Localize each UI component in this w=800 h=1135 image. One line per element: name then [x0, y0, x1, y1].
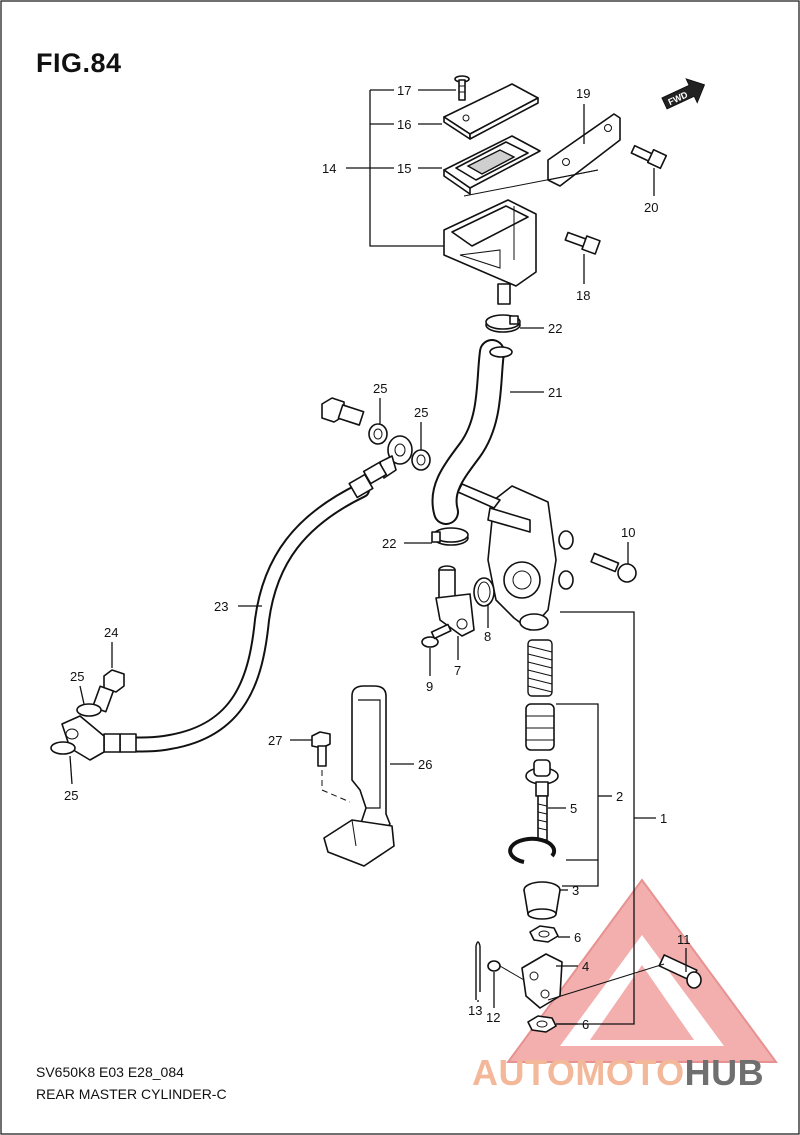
washer-alignment-line: [499, 965, 525, 981]
callout-21: 21: [548, 385, 562, 400]
bracket-connector-line: [463, 169, 599, 197]
o-ring-8: [473, 577, 495, 607]
reservoir-cap-plate: [443, 83, 539, 140]
watermark-text-part2: HUB: [684, 1052, 765, 1093]
forward-arrow-icon: FWD: [661, 78, 706, 110]
callout-17: 17: [397, 83, 411, 98]
callout-11: 11: [677, 932, 691, 947]
cotter-pin-13: [475, 941, 481, 1000]
hose-fitting-top: [348, 461, 388, 499]
diaphragm-plate-15: [443, 135, 541, 195]
clamp-22-upper: [485, 314, 521, 333]
callout-26: 26: [418, 757, 432, 772]
callout-20: 20: [644, 200, 658, 215]
washer-25-a: [368, 423, 388, 445]
bolt-10: [590, 552, 637, 583]
callout-8: 8: [484, 629, 491, 644]
callout-19: 19: [576, 86, 590, 101]
bolt-27: [311, 731, 331, 767]
circlip: [508, 836, 557, 864]
reservoir-body: [443, 199, 537, 305]
watermark-text-part1: AUTOMOTO: [472, 1052, 685, 1093]
bolt-18: [564, 231, 601, 255]
callout-22-upper: 22: [548, 321, 562, 336]
callout-9: 9: [426, 679, 433, 694]
hose-end-upper: [489, 346, 513, 358]
pin-11: [658, 954, 702, 989]
assembly-name: REAR MASTER CYLINDER-C: [36, 1086, 227, 1102]
hose-guard-26: [323, 685, 395, 867]
callout-3: 3: [572, 883, 579, 898]
callout-13: 13: [468, 1003, 482, 1018]
callout-23: 23: [214, 599, 228, 614]
hose-fitting-bottom: [61, 715, 137, 761]
pin-alignment-line: [547, 963, 665, 1001]
banjo-bolt-top: [321, 397, 365, 426]
spring: [527, 639, 553, 697]
figure-title: FIG.84: [36, 48, 122, 78]
inlet-elbow-7: [435, 565, 475, 637]
bolt-27-path: [321, 770, 351, 803]
screw-9: [421, 623, 452, 648]
callout-24: 24: [104, 625, 118, 640]
nut-6-lower: [527, 1015, 557, 1033]
washer-12: [487, 960, 501, 972]
callout-2: 2: [616, 789, 623, 804]
washer-hole-a: [373, 428, 383, 440]
washer-25-b: [411, 449, 431, 471]
callout-6-lower: 6: [582, 1017, 589, 1032]
model-code: SV650K8 E03 E28_084: [36, 1064, 184, 1080]
callout-12: 12: [486, 1010, 500, 1025]
callout-27: 27: [268, 733, 282, 748]
callout-6-upper: 6: [574, 930, 581, 945]
callout-18: 18: [576, 288, 590, 303]
bolt-20: [630, 144, 668, 170]
callout-7: 7: [454, 663, 461, 678]
o-ring-8-inner: [477, 581, 491, 603]
piston-assembly: [525, 703, 555, 751]
push-rod-5: [525, 759, 559, 841]
callout-16: 16: [397, 117, 411, 132]
watermark-text: AUTOMOTOHUB: [472, 1052, 764, 1094]
callout-10: 10: [621, 525, 635, 540]
washer-25-d: [50, 741, 76, 755]
master-cylinder-body: [457, 483, 574, 631]
clamp-22-lower: [431, 527, 469, 546]
washer-25-c: [76, 703, 102, 717]
callout-25-c: 25: [70, 669, 84, 684]
reservoir-hose-21: [433, 341, 503, 523]
callout-1: 1: [660, 811, 667, 826]
callout-25-a: 25: [373, 381, 387, 396]
callout-22-lower: 22: [382, 536, 396, 551]
nut-6-upper: [529, 925, 559, 943]
screw-17: [454, 75, 470, 101]
callout-labels: 17 16 14 15 19 20 18 22 21 25 25 22 10 8…: [64, 83, 691, 1032]
brake-hose-23: [112, 484, 368, 751]
leader-lines: [69, 89, 687, 1025]
washer-hole-b: [416, 454, 426, 466]
callout-25-d: 25: [64, 788, 78, 803]
callout-15: 15: [397, 161, 411, 176]
boot-3: [523, 881, 561, 920]
callout-25-b: 25: [414, 405, 428, 420]
callout-4: 4: [582, 959, 589, 974]
callout-5: 5: [570, 801, 577, 816]
callout-14: 14: [322, 161, 336, 176]
